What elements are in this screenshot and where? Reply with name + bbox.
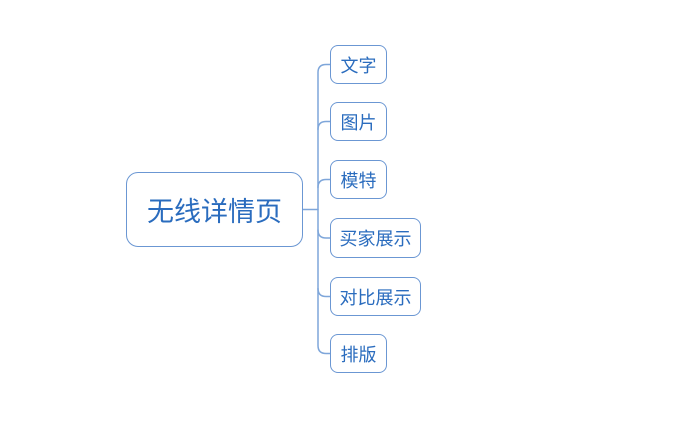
connector-branch-model — [317, 178, 331, 189]
connector-branch-compare-show — [317, 287, 331, 298]
branch-node-text[interactable]: 文字 — [330, 45, 387, 84]
connector-spine — [317, 63, 331, 355]
branch-node-compare-show[interactable]: 对比展示 — [330, 277, 421, 316]
connector-branch-image — [317, 120, 331, 131]
branch-node-model[interactable]: 模特 — [330, 160, 387, 199]
branch-node-buyer-show[interactable]: 买家展示 — [330, 218, 421, 258]
connector-branch-buyer-show — [317, 229, 331, 239]
branch-node-layout[interactable]: 排版 — [330, 334, 387, 373]
branch-node-image[interactable]: 图片 — [330, 102, 387, 141]
root-node-wireless-detail-page[interactable]: 无线详情页 — [126, 172, 303, 247]
